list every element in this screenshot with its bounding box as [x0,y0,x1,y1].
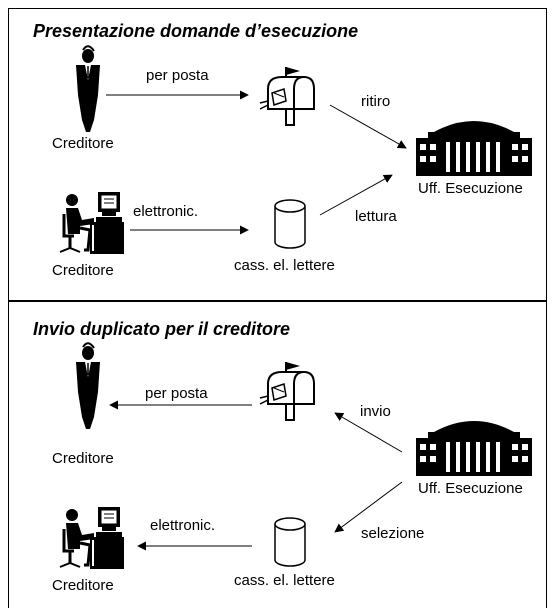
top-section-title: Presentazione domande d’esecuzione [33,21,359,41]
top-creditore-person-icon [75,45,101,134]
section-divider [8,300,547,302]
bottom-label-ufficio: Uff. Esecuzione [418,480,523,497]
top-label-cassetta: cass. el. lettere [234,257,335,274]
bottom-mailbox-db-icon [274,517,306,567]
bottom-arrow-selezione [334,481,403,533]
bottom-creditore-person-icon [75,342,101,430]
bottom-label-elettronic: elettronic. [150,517,216,534]
bottom-label-creditore-2: Creditore [52,577,114,594]
bottom-label-invio: invio [360,403,391,420]
bottom-label-cassetta: cass. el. lettere [234,572,335,589]
top-mailbox-icon [259,66,315,126]
top-label-ritiro: ritiro [361,93,391,110]
bottom-creditore-computer-icon [58,505,126,571]
bottom-office-building-icon [416,421,532,476]
top-label-per-posta: per posta [146,67,209,84]
bottom-label-selezione: selezione [361,525,425,542]
bottom-section-title: Invio duplicato per il creditore [33,319,291,339]
top-office-building-icon [416,121,532,176]
top-label-lettura: lettura [355,208,397,225]
diagram-frame [8,8,547,608]
top-arrow-lettura [319,174,393,216]
bottom-label-creditore-1: Creditore [52,450,114,467]
top-arrow-ritiro [329,104,407,149]
bottom-mailbox-icon [259,361,315,421]
top-label-ufficio: Uff. Esecuzione [418,180,523,197]
top-label-elettronic: elettronic. [133,203,199,220]
top-creditore-computer-icon [58,190,126,256]
bottom-label-per-posta: per posta [145,385,208,402]
bottom-arrow-invio [334,412,403,453]
top-mailbox-db-icon [274,199,306,249]
top-label-creditore-2: Creditore [52,262,114,279]
top-label-creditore-1: Creditore [52,135,114,152]
